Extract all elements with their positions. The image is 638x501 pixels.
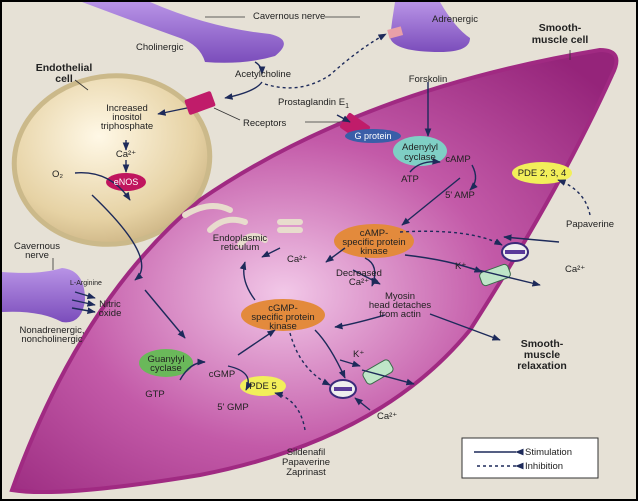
label-o2: O₂	[52, 169, 63, 180]
label-atp: ATP	[401, 174, 419, 185]
label-cavernous-nerve-left-2: nerve	[25, 250, 49, 261]
label-increased-3: triphosphate	[101, 121, 153, 132]
label-g-protein: G protein	[354, 131, 391, 141]
legend-stimulation-label: Stimulation	[525, 447, 572, 458]
label-cavernous-nerve: Cavernous nerve	[253, 11, 325, 22]
label-guanylyl-1: Guanylyl	[148, 354, 185, 365]
label-adenylyl-2: cyclase	[404, 152, 436, 163]
label-er-1: Endoplasmic	[213, 233, 268, 244]
label-nitric-oxide-1: Nitric	[99, 299, 121, 310]
adrenergic-receptor	[387, 26, 404, 39]
leader-lines	[52, 16, 571, 270]
label-camp-kinase-2: specific protein	[342, 237, 405, 248]
label-cgmp-kinase-1: cGMP-	[268, 303, 298, 314]
label-nanc-2: noncholinergic	[21, 334, 83, 345]
label-cgmp: cGMP	[209, 369, 235, 380]
label-pde5: PDE 5	[249, 381, 276, 392]
label-camp: cAMP	[445, 154, 470, 165]
label-papaverine: Papaverine	[566, 219, 614, 230]
label-relaxation-3: relaxation	[517, 360, 567, 372]
pde234-oval	[512, 162, 572, 184]
label-adenylyl-1: Adenylyl	[402, 142, 438, 153]
label-ca-bottom: Ca²⁺	[377, 411, 397, 422]
inhibition-arrows	[264, 33, 591, 431]
label-nitric-oxide-2: oxide	[99, 308, 122, 319]
g-protein-oval	[345, 129, 401, 143]
label-l-arginine: L-Arginine	[70, 280, 102, 287]
label-pde234: PDE 2, 3, 4	[518, 168, 567, 179]
stimulation-arrows	[71, 61, 560, 411]
nanc-nerve-terminal	[2, 268, 85, 323]
label-forskolin: Forskolin	[409, 74, 448, 85]
smooth-muscle-cell	[9, 47, 619, 495]
potassium-channel-top	[479, 263, 511, 287]
label-enos: eNOS	[114, 177, 139, 187]
label-camp-kinase-1: cAMP-	[360, 228, 389, 239]
label-increased-1: Increased	[106, 103, 148, 114]
pde5-oval	[240, 376, 286, 396]
potassium-channel-bottom	[362, 359, 394, 385]
label-endothelial-cell-1: Endothelial	[36, 62, 93, 74]
label-decreased-ca-2: Ca²⁺	[349, 277, 369, 288]
label-acetylcholine: Acetylcholine	[235, 69, 291, 80]
label-endothelial-cell-2: cell	[55, 73, 73, 85]
label-k-top: K⁺	[455, 261, 466, 272]
cgmp-kinase-oval	[241, 299, 325, 331]
cholinergic-nerve-terminal	[82, 2, 284, 63]
label-cholinergic: Cholinergic	[136, 42, 184, 53]
legend-inhibition-label: Inhibition	[525, 461, 563, 472]
label-5-amp: 5' AMP	[445, 190, 475, 201]
endothelial-receptor	[184, 91, 216, 115]
endothelial-cell	[11, 73, 213, 247]
label-cgmp-kinase-3: kinase	[269, 321, 296, 332]
label-ca-right: Ca²⁺	[565, 264, 585, 275]
label-camp-kinase-3: kinase	[360, 246, 387, 257]
label-myosin-1: Myosin	[385, 291, 415, 302]
label-k-bottom: K⁺	[353, 349, 364, 360]
guanylyl-cyclase-oval	[139, 349, 193, 377]
label-prostaglandin: Prostaglandin E1	[278, 97, 349, 110]
label-smooth-muscle-cell-2: muscle cell	[532, 34, 589, 46]
label-relaxation-1: Smooth-	[521, 338, 564, 350]
label-gtp: GTP	[145, 389, 165, 400]
label-cgmp-kinase-2: specific protein	[251, 312, 314, 323]
legend: Stimulation Inhibition	[461, 437, 599, 479]
label-decreased-ca-1: Decreased	[336, 268, 382, 279]
label-5-gmp: 5' GMP	[217, 402, 248, 413]
endoplasmic-reticulum-shape	[182, 203, 303, 248]
label-cavernous-nerve-left-1: Cavernous	[14, 241, 60, 252]
calcium-channel-bottom	[329, 379, 357, 399]
label-increased-2: inositol	[112, 112, 142, 123]
label-zaprinast: Zaprinast	[286, 467, 326, 478]
camp-kinase-oval	[334, 224, 414, 258]
label-ca-er: Ca²⁺	[287, 254, 307, 265]
label-er-2: reticulum	[221, 242, 260, 253]
label-relaxation-2: muscle	[524, 349, 560, 361]
calcium-channel-top	[501, 242, 529, 262]
label-guanylyl-2: cyclase	[150, 363, 182, 374]
label-receptors: Receptors	[243, 118, 287, 129]
label-adrenergic: Adrenergic	[432, 14, 478, 25]
label-sildenafil: Sildenafil	[287, 447, 326, 458]
label-papaverine-2: Papaverine	[282, 457, 330, 468]
adrenergic-nerve-terminal	[390, 2, 470, 52]
label-nanc-1: Nonadrenergic,	[20, 325, 85, 336]
enos-oval	[106, 173, 146, 191]
label-myosin-2: head detaches	[369, 300, 432, 311]
label-smooth-muscle-cell-1: Smooth-	[539, 22, 582, 34]
label-myosin-3: from actin	[379, 309, 421, 320]
label-ca-endothelial: Ca²⁺	[116, 149, 136, 160]
